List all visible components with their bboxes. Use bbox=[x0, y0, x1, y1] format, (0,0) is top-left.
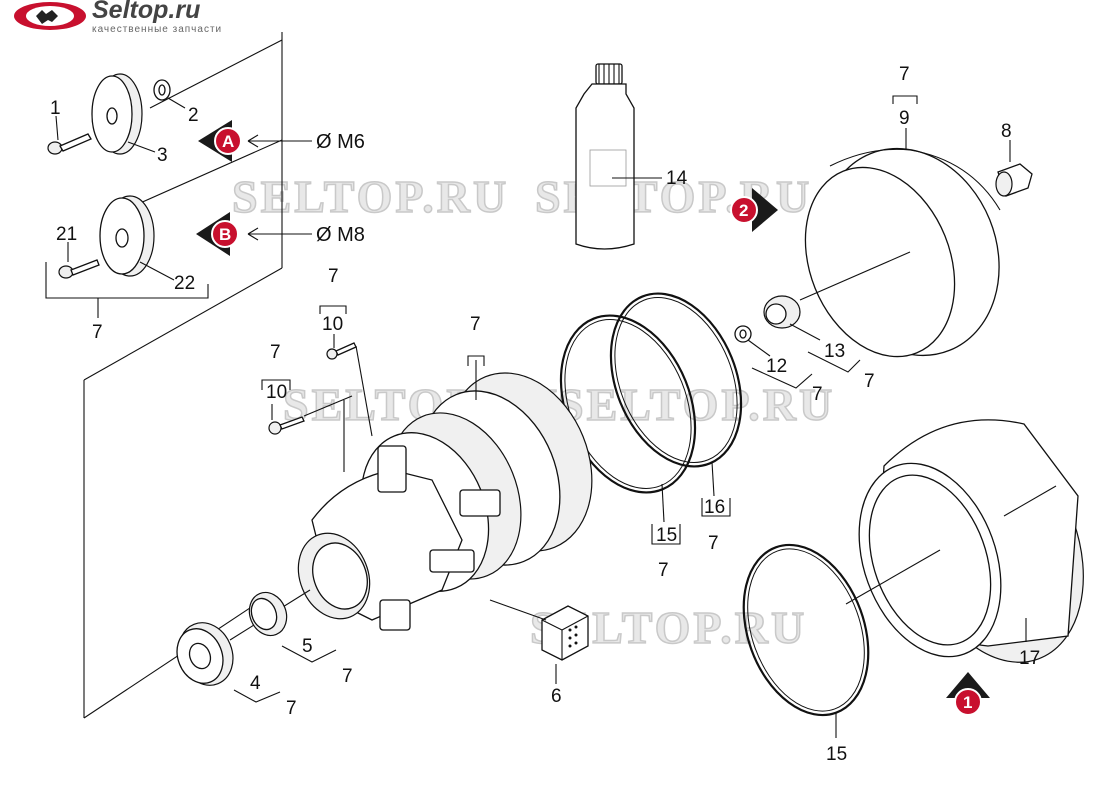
part-17-cup-housing bbox=[845, 419, 1084, 663]
callout-3: 3 bbox=[157, 145, 168, 166]
callout-7-for-16: 7 bbox=[708, 533, 719, 554]
brand-name: Seltop.ru bbox=[92, 0, 200, 24]
callout-9: 9 bbox=[899, 108, 910, 129]
bracket-4 bbox=[233, 689, 281, 703]
part-5-seal-ring bbox=[248, 591, 288, 637]
badge-2-circle-icon bbox=[730, 196, 758, 224]
badge-2-arrow-icon bbox=[752, 188, 778, 232]
callout-14: 14 bbox=[666, 168, 688, 189]
callout-13: 13 bbox=[824, 341, 845, 362]
callout-7-screw-left: 7 bbox=[270, 342, 281, 363]
callout-16: 16 bbox=[704, 497, 725, 518]
callout-17: 17 bbox=[1019, 648, 1040, 669]
badge-1-number: 1 bbox=[963, 693, 972, 712]
pump-body-assembly bbox=[297, 355, 593, 631]
bracket-21-22 bbox=[45, 262, 209, 299]
callout-7-for-12: 7 bbox=[812, 384, 823, 405]
part-10-screw-top bbox=[326, 342, 373, 437]
callout-5: 5 bbox=[302, 636, 313, 657]
callout-7-screw-top: 7 bbox=[328, 266, 339, 287]
part-12-seal bbox=[734, 325, 771, 357]
callout-7-top-right: 7 bbox=[899, 64, 910, 85]
part-1-screw bbox=[47, 115, 92, 155]
bracket-10-left bbox=[261, 379, 291, 390]
part-13-bushing bbox=[763, 295, 821, 341]
badge-b-circle-icon bbox=[211, 220, 239, 248]
badge-a-letter: A bbox=[222, 132, 234, 151]
badge-2-number: 2 bbox=[739, 201, 748, 220]
callout-7-for-13: 7 bbox=[864, 371, 875, 392]
badge-b-letter: B bbox=[219, 225, 231, 244]
bracket-16 bbox=[701, 498, 731, 517]
part-21-screw bbox=[58, 242, 100, 279]
part-22-disc bbox=[99, 195, 175, 281]
part-4-bearing bbox=[176, 589, 311, 686]
callout-10-top: 10 bbox=[322, 314, 343, 335]
bracket-body bbox=[467, 355, 485, 366]
callout-8: 8 bbox=[1001, 121, 1012, 142]
bracket-13 bbox=[807, 351, 861, 373]
part-14-oil-bottle bbox=[575, 63, 662, 250]
badge-1-arrow-icon bbox=[946, 672, 990, 698]
callout-15-middle: 15 bbox=[656, 525, 677, 546]
arrowhead-m8-icon bbox=[247, 227, 259, 241]
callout-21: 21 bbox=[56, 224, 77, 245]
badge-a: A bbox=[198, 120, 242, 162]
bracket-15 bbox=[651, 524, 681, 545]
badge-b: B bbox=[196, 212, 239, 256]
bracket-9 bbox=[892, 95, 918, 104]
callout-22: 22 bbox=[174, 273, 195, 294]
callout-4: 4 bbox=[250, 673, 261, 694]
arrowhead-m6-icon bbox=[247, 134, 259, 148]
callout-6: 6 bbox=[551, 686, 562, 707]
callout-1: 1 bbox=[50, 98, 61, 119]
bracket-12 bbox=[751, 367, 813, 389]
callout-7-for-4: 7 bbox=[286, 698, 297, 719]
part-9-housing-ring bbox=[799, 128, 1001, 358]
callout-12: 12 bbox=[766, 356, 787, 377]
callout-15-bottom: 15 bbox=[826, 744, 847, 765]
part-6-filter-block bbox=[489, 599, 589, 684]
badge-1-circle-icon bbox=[954, 688, 982, 716]
callout-7-body: 7 bbox=[470, 314, 481, 335]
badge-1: 1 bbox=[946, 672, 990, 716]
badge-2: 2 bbox=[730, 188, 778, 232]
part-2-washer bbox=[153, 79, 186, 109]
callout-7-for-5: 7 bbox=[342, 666, 353, 687]
dimension-m8: Ø M8 bbox=[316, 224, 365, 246]
part-8-plug bbox=[995, 140, 1033, 197]
part-16-o-ring bbox=[609, 292, 743, 497]
brand-logo: Seltop.ru качественные запчасти bbox=[14, 0, 222, 35]
part-3-disc bbox=[91, 73, 156, 155]
callout-10-left: 10 bbox=[266, 382, 287, 403]
callout-2: 2 bbox=[188, 105, 199, 126]
mounting-panel-outline bbox=[83, 32, 283, 719]
wrench-hand-icon bbox=[36, 10, 58, 24]
dimension-m6: Ø M6 bbox=[316, 131, 365, 153]
brand-tagline: качественные запчасти bbox=[92, 24, 222, 35]
callout-7-left: 7 bbox=[92, 322, 103, 343]
badge-a-circle-icon bbox=[214, 127, 242, 155]
part-10-screw-left bbox=[268, 395, 353, 472]
callout-7-for-15: 7 bbox=[658, 560, 669, 581]
bracket-5 bbox=[281, 645, 337, 663]
bracket-10-top bbox=[319, 305, 347, 314]
part-15-large-o-ring bbox=[742, 543, 870, 738]
watermark-top: SELTOP.RU bbox=[232, 171, 509, 222]
